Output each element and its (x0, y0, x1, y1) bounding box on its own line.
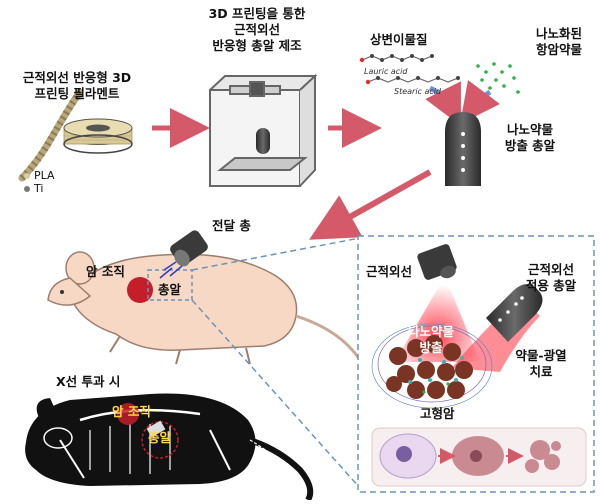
xray-bullet-label: 총알 (148, 430, 172, 445)
filament-title-line2: 프린팅 필라멘트 (34, 86, 120, 101)
drug-title-line2: 항암약물 (535, 42, 582, 57)
xray-mouse-icon (25, 393, 314, 502)
legend-pla: PLA (34, 169, 55, 182)
mouse-body-icon (47, 251, 368, 405)
xray-tumor-icon (117, 403, 139, 425)
filament-title: 근적외선 반응형 3D 프린팅 필라멘트 (6, 70, 148, 102)
stearic-acid-label: Stearic acid (394, 87, 442, 96)
bullet-title-line1: 나노약물 (506, 122, 553, 137)
printer-title-line2: 근적외선 (233, 22, 280, 37)
release-label-line2: 방출 (419, 340, 443, 355)
printed-bullet-icon (256, 128, 270, 154)
therapy-label-line2: 치료 (529, 364, 553, 379)
merge-arrow-left (425, 81, 461, 126)
3d-printer-icon (209, 73, 318, 187)
therapy-label: 약물-광열 치료 (502, 348, 580, 380)
printer-title-line3: 반응형 총알 제조 (212, 38, 302, 53)
tumor-cells-icon (371, 323, 493, 409)
mouse-tissue-label: 암 조직 (86, 264, 125, 279)
tumor-icon (127, 277, 153, 303)
nir-label: 근적외선 (366, 264, 413, 279)
release-label: 나노약물 방출 (396, 324, 466, 356)
xray-title: X선 투과 시 (56, 374, 121, 389)
tumor-label: 고형암 (420, 406, 455, 421)
cell-death-sequence (371, 427, 587, 487)
gun-title: 전달 총 (212, 218, 251, 233)
zoom-line-bottom (191, 299, 361, 489)
bullet-title-line2: 방출 총알 (504, 138, 556, 153)
ti-legend-dot (24, 186, 30, 192)
mouse-bullet-label: 총알 (158, 282, 182, 297)
legend-ti: Ti (34, 182, 44, 195)
printer-title-line1: 3D 프린팅을 통한 (208, 6, 306, 21)
shot-lines (159, 261, 183, 279)
lauric-acid-label: Lauric acid (364, 67, 408, 76)
delivery-gun-icon (170, 230, 208, 267)
nir-bullet-icon (486, 284, 543, 342)
filament-strand (18, 88, 84, 182)
pcm-title: 상변이물질 (370, 32, 428, 47)
pcm-atoms-icon (359, 54, 460, 85)
nano-drug-bullet-icon (445, 112, 481, 186)
xray-bullet-icon (146, 420, 166, 438)
merge-arrow-right (459, 79, 501, 124)
nir-bullet-label: 근적외선 적용 총알 (514, 262, 588, 294)
drug-title-line1: 나노화된 (535, 26, 582, 41)
nano-drug-particles-icon (474, 62, 520, 94)
filament-title-line1: 근적외선 반응형 3D (22, 70, 132, 85)
release-label-line1: 나노약물 (407, 324, 454, 339)
nir-bullet-label-line2: 적용 총알 (525, 278, 577, 293)
nir-bullet-label-line1: 근적외선 (527, 262, 574, 277)
drug-title: 나노화된 항암약물 (524, 26, 594, 58)
zoom-line-top (191, 237, 361, 271)
pla-legend-dot (24, 173, 30, 179)
flow-arrow-3 (309, 169, 432, 240)
nir-emitter-icon (417, 244, 457, 280)
bullet-title: 나노약물 방출 총알 (488, 122, 572, 154)
printer-title: 3D 프린팅을 통한 근적외선 반응형 총알 제조 (196, 6, 318, 54)
therapy-label-line1: 약물-광열 (515, 348, 567, 363)
xray-target-ring (141, 421, 179, 459)
filament-spool-icon (63, 118, 133, 154)
xray-tissue-label: 암 조직 (112, 404, 151, 419)
